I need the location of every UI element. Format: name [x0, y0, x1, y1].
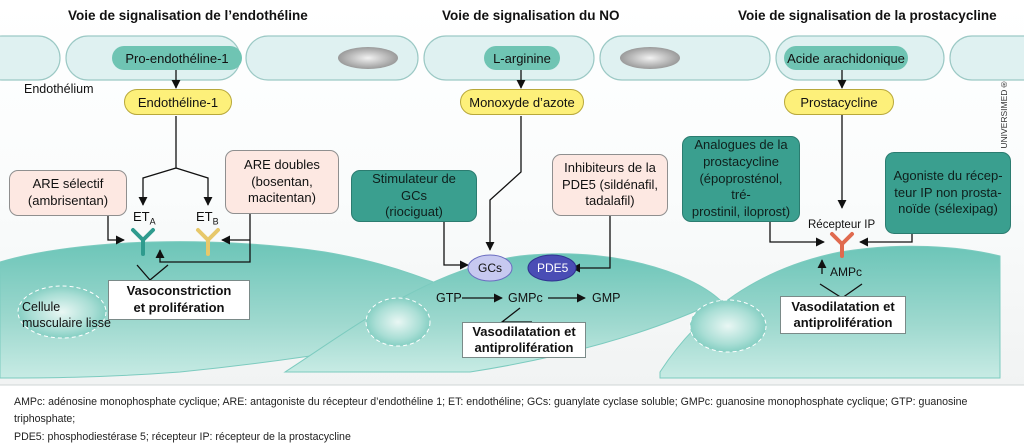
prostacyclin-analogs-line4: prostinil, iloprost) — [691, 204, 791, 220]
prostacyclin-effect-line1: Vasodilatation et — [791, 298, 895, 314]
ip-agonist-line2: teur IP non prosta- — [894, 184, 1002, 200]
gcs-stimulator-line1: Stimulateur de GCs — [372, 170, 456, 203]
endothelium-cell — [245, 35, 419, 81]
receptor-et-a-text: ET — [133, 209, 150, 224]
receptor-et-b-subscript: B — [212, 216, 219, 227]
l-arginine-pill: L-arginine — [484, 46, 560, 70]
footnote-line1: AMPc: adénosine monophosphate cyclique; … — [14, 396, 968, 426]
pde5-inhibitor-line3: tadalafil) — [585, 193, 635, 209]
receptor-et-a-subscript: A — [149, 216, 156, 227]
gmp-label: GMP — [592, 291, 621, 305]
smooth-muscle-layer — [0, 241, 1001, 379]
receptor-et-b-text: ET — [196, 209, 213, 224]
smooth-muscle-label-line1: Cellule — [22, 300, 61, 314]
arrow — [443, 220, 469, 270]
dual-antagonist-line1: ARE doubles — [244, 156, 320, 172]
title-prostacyclin-pathway: Voie de signalisation de la prostacyclin… — [738, 8, 997, 23]
copyright-notice: © UNIVERSIMED® — [999, 79, 1009, 161]
ampc-label: AMPc — [830, 265, 863, 279]
prostacyclin-analogs-line3: (époprosténol, tré- — [699, 170, 783, 203]
title-endothelin-pathway: Voie de signalisation de l’endothéline — [68, 8, 308, 23]
endothelin-1-pill: Endothéline-1 — [124, 89, 232, 115]
pro-endothelin-pill: Pro-endothéline-1 — [112, 46, 242, 70]
muscle-nucleus — [365, 297, 431, 347]
prostacyclin-effect-line2: antiprolifération — [793, 315, 893, 330]
endothelium-cell — [949, 35, 1024, 81]
ip-agonist-line1: Agoniste du récep- — [893, 167, 1003, 183]
receptor-et-a — [131, 228, 155, 256]
abbreviations-footnote: AMPc: adénosine monophosphate cyclique; … — [14, 394, 1010, 446]
gcs-stimulator-box: Stimulateur de GCs (riociguat) — [351, 170, 477, 222]
arrow — [769, 222, 825, 247]
arachidonic-acid-pill: Acide arachidonique — [784, 46, 908, 70]
pde5-enzyme — [527, 254, 577, 282]
nitric-oxide-pill: Monoxyde d’azote — [460, 89, 584, 115]
selective-antagonist-box: ARE sélectif (ambrisentan) — [9, 170, 127, 216]
gmpc-label: GMPc — [508, 291, 543, 305]
arrow — [485, 116, 522, 251]
receptor-et-b — [196, 228, 220, 256]
gcs-stimulator-line2: (riociguat) — [385, 204, 443, 220]
endothelin-effect-line2: et prolifération — [133, 300, 225, 315]
title-no-pathway: Voie de signalisation du NO — [442, 8, 620, 23]
receptor-et-b-label: ETB — [196, 209, 219, 227]
arrow — [155, 212, 251, 263]
prostacyclin-analogs-line1: Analogues de la — [694, 136, 788, 152]
arrow — [107, 214, 125, 245]
dual-antagonist-box: ARE doubles (bosentan, macitentan) — [225, 150, 339, 214]
gcs-enzyme — [467, 254, 513, 282]
selective-antagonist-line1: ARE sélectif — [32, 176, 104, 192]
arrow — [571, 216, 611, 273]
muscle-nucleus — [17, 285, 107, 339]
endothelium-cell — [599, 35, 771, 81]
arrow — [175, 167, 213, 206]
endothelium-nucleus — [620, 47, 680, 69]
endothelium-label: Endothélium — [24, 82, 94, 96]
smooth-muscle-label-line2: musculaire lisse — [22, 316, 111, 330]
pde5-label: PDE5 — [537, 261, 569, 275]
endothelin-effect-box: Vasoconstriction et prolifération — [108, 280, 250, 320]
arrow — [859, 234, 913, 247]
muscle-nucleus — [689, 299, 767, 353]
pde5-inhibitor-line2: PDE5 (sildénafil, — [561, 176, 659, 192]
prostacyclin-pill: Prostacycline — [784, 89, 894, 115]
no-effect-line2: antiprolifération — [474, 340, 574, 355]
arrow — [138, 116, 177, 206]
endothelin-arrows — [107, 68, 251, 281]
footer-panel — [0, 385, 1024, 435]
footnote-line2: PDE5: phosphodiestérase 5; récepteur IP:… — [14, 430, 351, 443]
ip-agonist-line3: noïde (sélexipag) — [898, 201, 998, 217]
ip-agonist-box: Agoniste du récep- teur IP non prosta- n… — [885, 152, 1011, 234]
endothelium-cell — [0, 35, 61, 81]
pde5-inhibitor-line1: Inhibiteurs de la — [564, 159, 656, 175]
prostacyclin-analogs-line2: prostacycline — [703, 153, 779, 169]
gcs-label: GCs — [478, 261, 502, 275]
gtp-label: GTP — [436, 291, 462, 305]
dual-antagonist-line3: macitentan) — [248, 190, 316, 206]
pde5-inhibitor-box: Inhibiteurs de la PDE5 (sildénafil, tada… — [552, 154, 668, 216]
prostacyclin-analogs-box: Analogues de la prostacycline (époprosté… — [682, 136, 800, 222]
prostacyclin-effect-box: Vasodilatation et antiprolifération — [780, 296, 906, 334]
endothelium-nucleus — [338, 47, 398, 69]
dual-antagonist-line2: (bosentan, — [251, 173, 313, 189]
receptor-ip-label: Récepteur IP — [808, 219, 876, 231]
no-effect-line1: Vasodilatation et — [472, 323, 576, 339]
endothelin-effect-line1: Vasoconstriction — [126, 283, 232, 299]
no-effect-box: Vasodilatation et antiprolifération — [462, 322, 586, 358]
receptor-et-a-label: ETA — [133, 209, 156, 227]
selective-antagonist-line2: (ambrisentan) — [27, 193, 109, 208]
receptor-ip — [830, 232, 854, 258]
